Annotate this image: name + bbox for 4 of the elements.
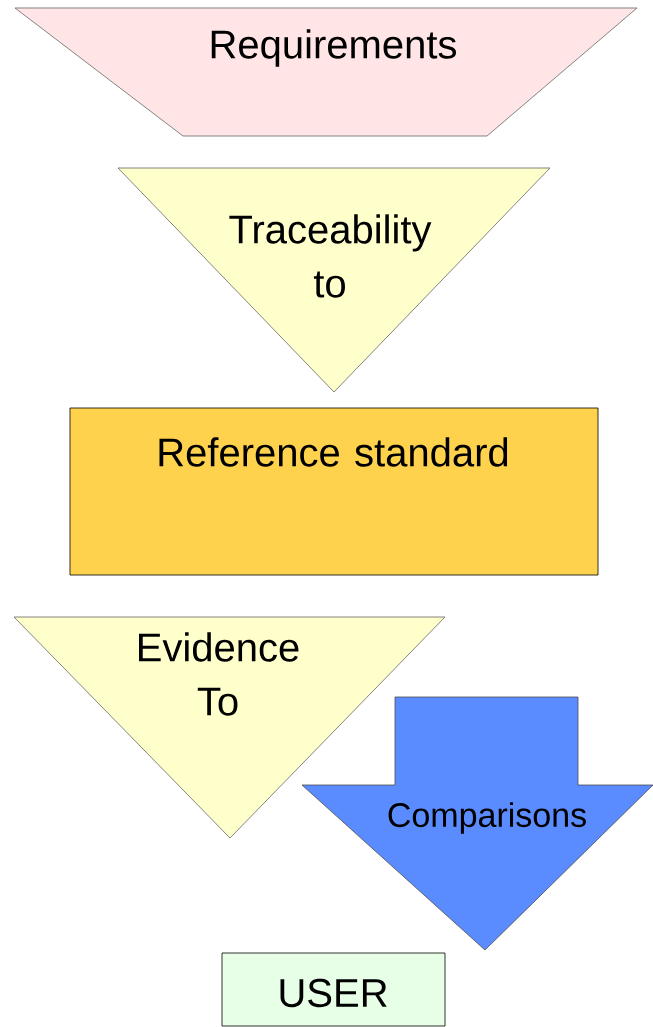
funnel-triangle: Traceability to [117,167,551,393]
process-box: Reference standard [69,407,599,576]
process-box: USER [221,952,446,1027]
trapezoid-banner: Requirements [14,7,638,137]
